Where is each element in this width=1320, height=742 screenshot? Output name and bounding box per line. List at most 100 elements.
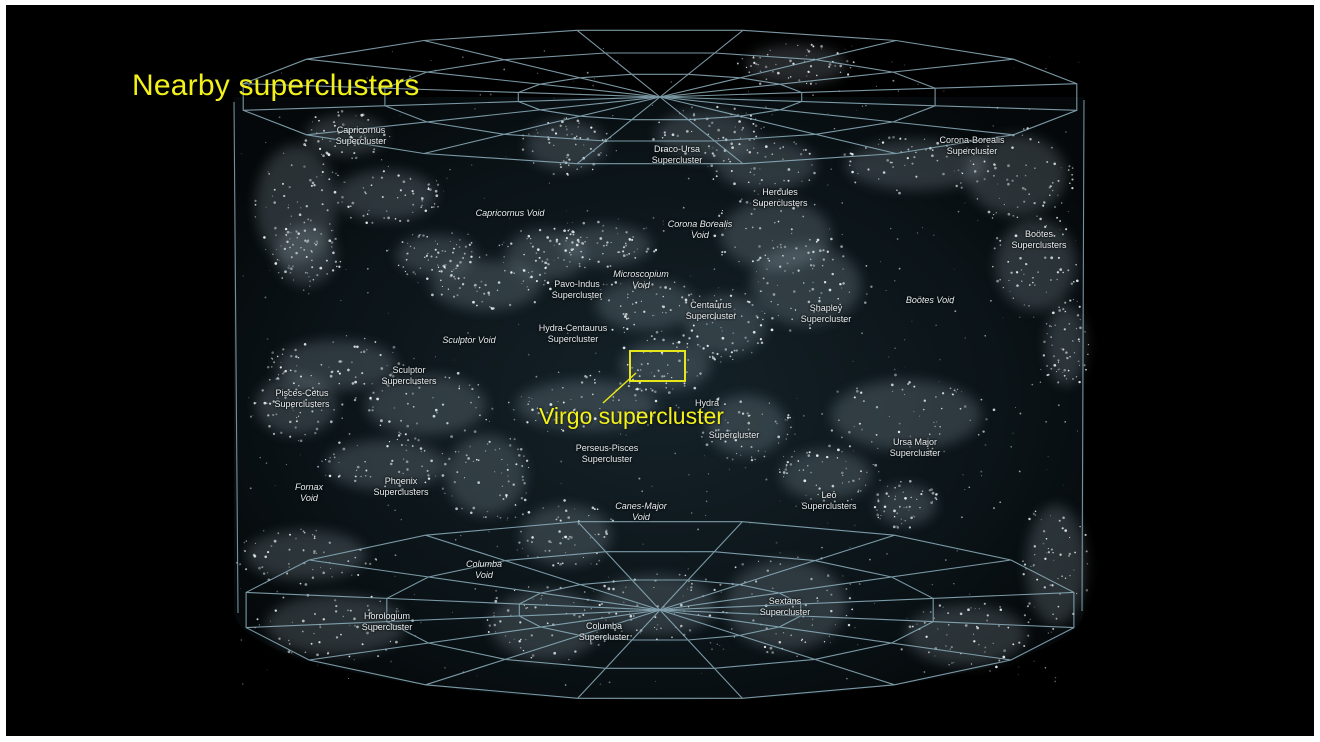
galaxy-point <box>886 485 889 487</box>
galaxy-point <box>617 233 619 235</box>
galaxy-point <box>589 641 593 645</box>
galaxy-point <box>1016 206 1019 208</box>
galaxy-point <box>900 522 903 525</box>
galaxy-point <box>397 174 400 177</box>
galaxy-point <box>278 377 280 380</box>
galaxy-point <box>290 164 293 167</box>
galaxy-point <box>690 106 693 109</box>
galaxy-point <box>356 465 360 469</box>
galaxy-point <box>1056 194 1059 197</box>
galaxy-point <box>480 280 483 283</box>
galaxy-point <box>391 372 393 375</box>
galaxy-point <box>828 63 832 66</box>
galaxy-point <box>934 496 937 499</box>
galaxy-point <box>328 366 330 368</box>
galaxy-point <box>750 445 753 449</box>
galaxy-point <box>1074 551 1076 554</box>
galaxy-point <box>936 159 939 162</box>
galaxy-point <box>1043 586 1046 589</box>
galaxy-point <box>751 260 754 263</box>
galaxy-point <box>817 493 819 496</box>
top-disk <box>242 29 1078 165</box>
galaxy-point <box>317 664 319 666</box>
galaxy-point <box>753 138 755 141</box>
galaxy-point <box>399 114 401 116</box>
galaxy-point <box>875 85 878 87</box>
galaxy-point <box>811 164 813 166</box>
galaxy-point <box>822 499 826 502</box>
galaxy-point <box>565 236 569 240</box>
galaxy-point <box>780 246 783 249</box>
galaxy-point <box>1057 381 1060 384</box>
galaxy-point <box>671 133 675 137</box>
galaxy-point <box>320 394 323 397</box>
slide: Nearby superclusters Virgo supercluster … <box>6 5 1314 736</box>
galaxy-point <box>651 283 654 286</box>
galaxy-point <box>705 443 709 447</box>
galaxy-point <box>437 206 439 208</box>
galaxy-point <box>320 153 323 155</box>
galaxy-point <box>311 266 314 269</box>
galaxy-point <box>931 154 934 158</box>
galaxy-point <box>531 408 534 412</box>
galaxy-point <box>741 563 744 566</box>
galaxy-point <box>334 610 338 613</box>
galaxy-point <box>1048 324 1051 328</box>
galaxy-point <box>483 516 485 518</box>
galaxy-point <box>475 406 477 409</box>
galaxy-point <box>815 83 817 85</box>
galaxy-point <box>635 629 638 632</box>
galaxy-point <box>1002 317 1004 319</box>
galaxy-point <box>400 488 404 492</box>
galaxy-point <box>629 614 633 618</box>
galaxy-point <box>729 355 732 358</box>
galaxy-point <box>756 152 759 154</box>
galaxy-point <box>281 72 282 74</box>
galaxy-point <box>725 419 727 421</box>
galaxy-point <box>763 455 766 458</box>
galaxy-point <box>760 179 763 182</box>
galaxy-point <box>1065 351 1068 354</box>
galaxy-point <box>999 606 1001 608</box>
galaxy-point <box>296 417 298 419</box>
galaxy-point <box>625 231 628 234</box>
galaxy-point <box>720 327 722 329</box>
galaxy-point <box>1036 215 1038 217</box>
galaxy-point <box>557 257 559 259</box>
galaxy-point <box>333 190 337 194</box>
galaxy-point <box>405 258 408 261</box>
label-fornax-void: Fornax Void <box>294 482 324 503</box>
galaxy-point <box>690 329 694 332</box>
galaxy-point <box>562 537 564 539</box>
galaxy-point <box>624 244 628 247</box>
galaxy-point <box>521 465 524 467</box>
galaxy-point <box>723 250 727 254</box>
galaxy-point <box>310 374 312 377</box>
galaxy-point <box>744 292 747 295</box>
galaxy-point <box>603 639 606 643</box>
galaxy-point <box>499 494 502 497</box>
galaxy-point <box>412 488 415 490</box>
galaxy-point <box>793 190 795 192</box>
galaxy-point <box>276 590 279 593</box>
galaxy-point <box>881 141 885 144</box>
galaxy-point <box>288 643 291 645</box>
galaxy-point <box>309 178 312 182</box>
galaxy-point <box>1056 271 1060 274</box>
galaxy-point <box>653 586 655 589</box>
galaxy-point <box>553 651 557 655</box>
galaxy-point <box>284 403 286 406</box>
galaxy-point <box>791 455 793 458</box>
filament-glow <box>966 135 1066 215</box>
galaxy-point <box>412 203 415 206</box>
galaxy-point <box>1075 376 1078 378</box>
galaxy-point <box>292 382 295 385</box>
galaxy-point <box>1070 282 1073 285</box>
galaxy-point <box>771 153 774 156</box>
galaxy-point <box>354 380 357 384</box>
galaxy-point <box>1057 605 1060 608</box>
galaxy-point <box>307 218 310 221</box>
galaxy-point <box>461 507 463 510</box>
galaxy-point <box>712 154 716 158</box>
galaxy-point <box>928 489 931 492</box>
